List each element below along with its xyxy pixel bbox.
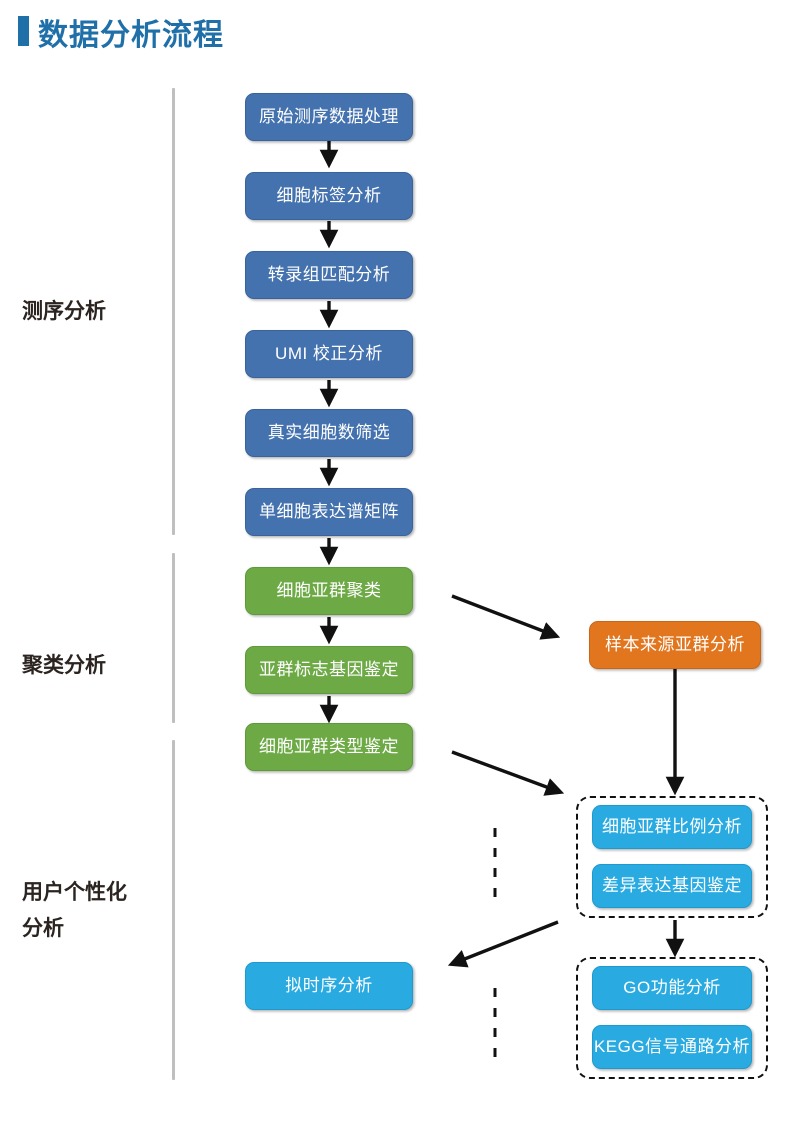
node-true-cell-filter[interactable]: 真实细胞数筛选: [245, 409, 413, 457]
section-rule-clustering: [172, 553, 175, 723]
node-cell-tag[interactable]: 细胞标签分析: [245, 172, 413, 220]
page-title: 数据分析流程: [38, 19, 224, 52]
arrow-subtype-to-personalized: [451, 750, 565, 796]
arrow-subcluster-to-sample-origin: [451, 594, 561, 640]
title-accent-bar: [18, 16, 29, 46]
node-subcluster-ratio[interactable]: 细胞亚群比例分析: [592, 805, 752, 849]
node-go[interactable]: GO功能分析: [592, 966, 752, 1010]
section-rule-sequencing: [172, 88, 175, 535]
node-marker-gene[interactable]: 亚群标志基因鉴定: [245, 646, 413, 694]
stage-label-custom: 用户个性化 分析: [22, 881, 127, 940]
node-raw-sequencing[interactable]: 原始测序数据处理: [245, 93, 413, 141]
stage-label-clustering: 聚类分析: [22, 654, 106, 677]
arrow-to-pseudotime: [447, 920, 559, 968]
node-pseudotime[interactable]: 拟时序分析: [245, 962, 413, 1010]
node-transcriptome-match[interactable]: 转录组匹配分析: [245, 251, 413, 299]
group-box-personalized-basic: [576, 796, 768, 918]
node-expression-matrix[interactable]: 单细胞表达谱矩阵: [245, 488, 413, 536]
node-sample-origin[interactable]: 样本来源亚群分析: [589, 621, 761, 669]
page-header: 数据分析流程: [0, 0, 800, 70]
node-subcluster[interactable]: 细胞亚群聚类: [245, 567, 413, 615]
node-umi-correction[interactable]: UMI 校正分析: [245, 330, 413, 378]
node-deg[interactable]: 差异表达基因鉴定: [592, 864, 752, 908]
section-rule-custom: [172, 740, 175, 1080]
node-subcluster-type[interactable]: 细胞亚群类型鉴定: [245, 723, 413, 771]
node-kegg[interactable]: KEGG信号通路分析: [592, 1025, 752, 1069]
stage-label-sequencing: 测序分析: [22, 300, 106, 323]
group-box-enrichment: [576, 957, 768, 1079]
